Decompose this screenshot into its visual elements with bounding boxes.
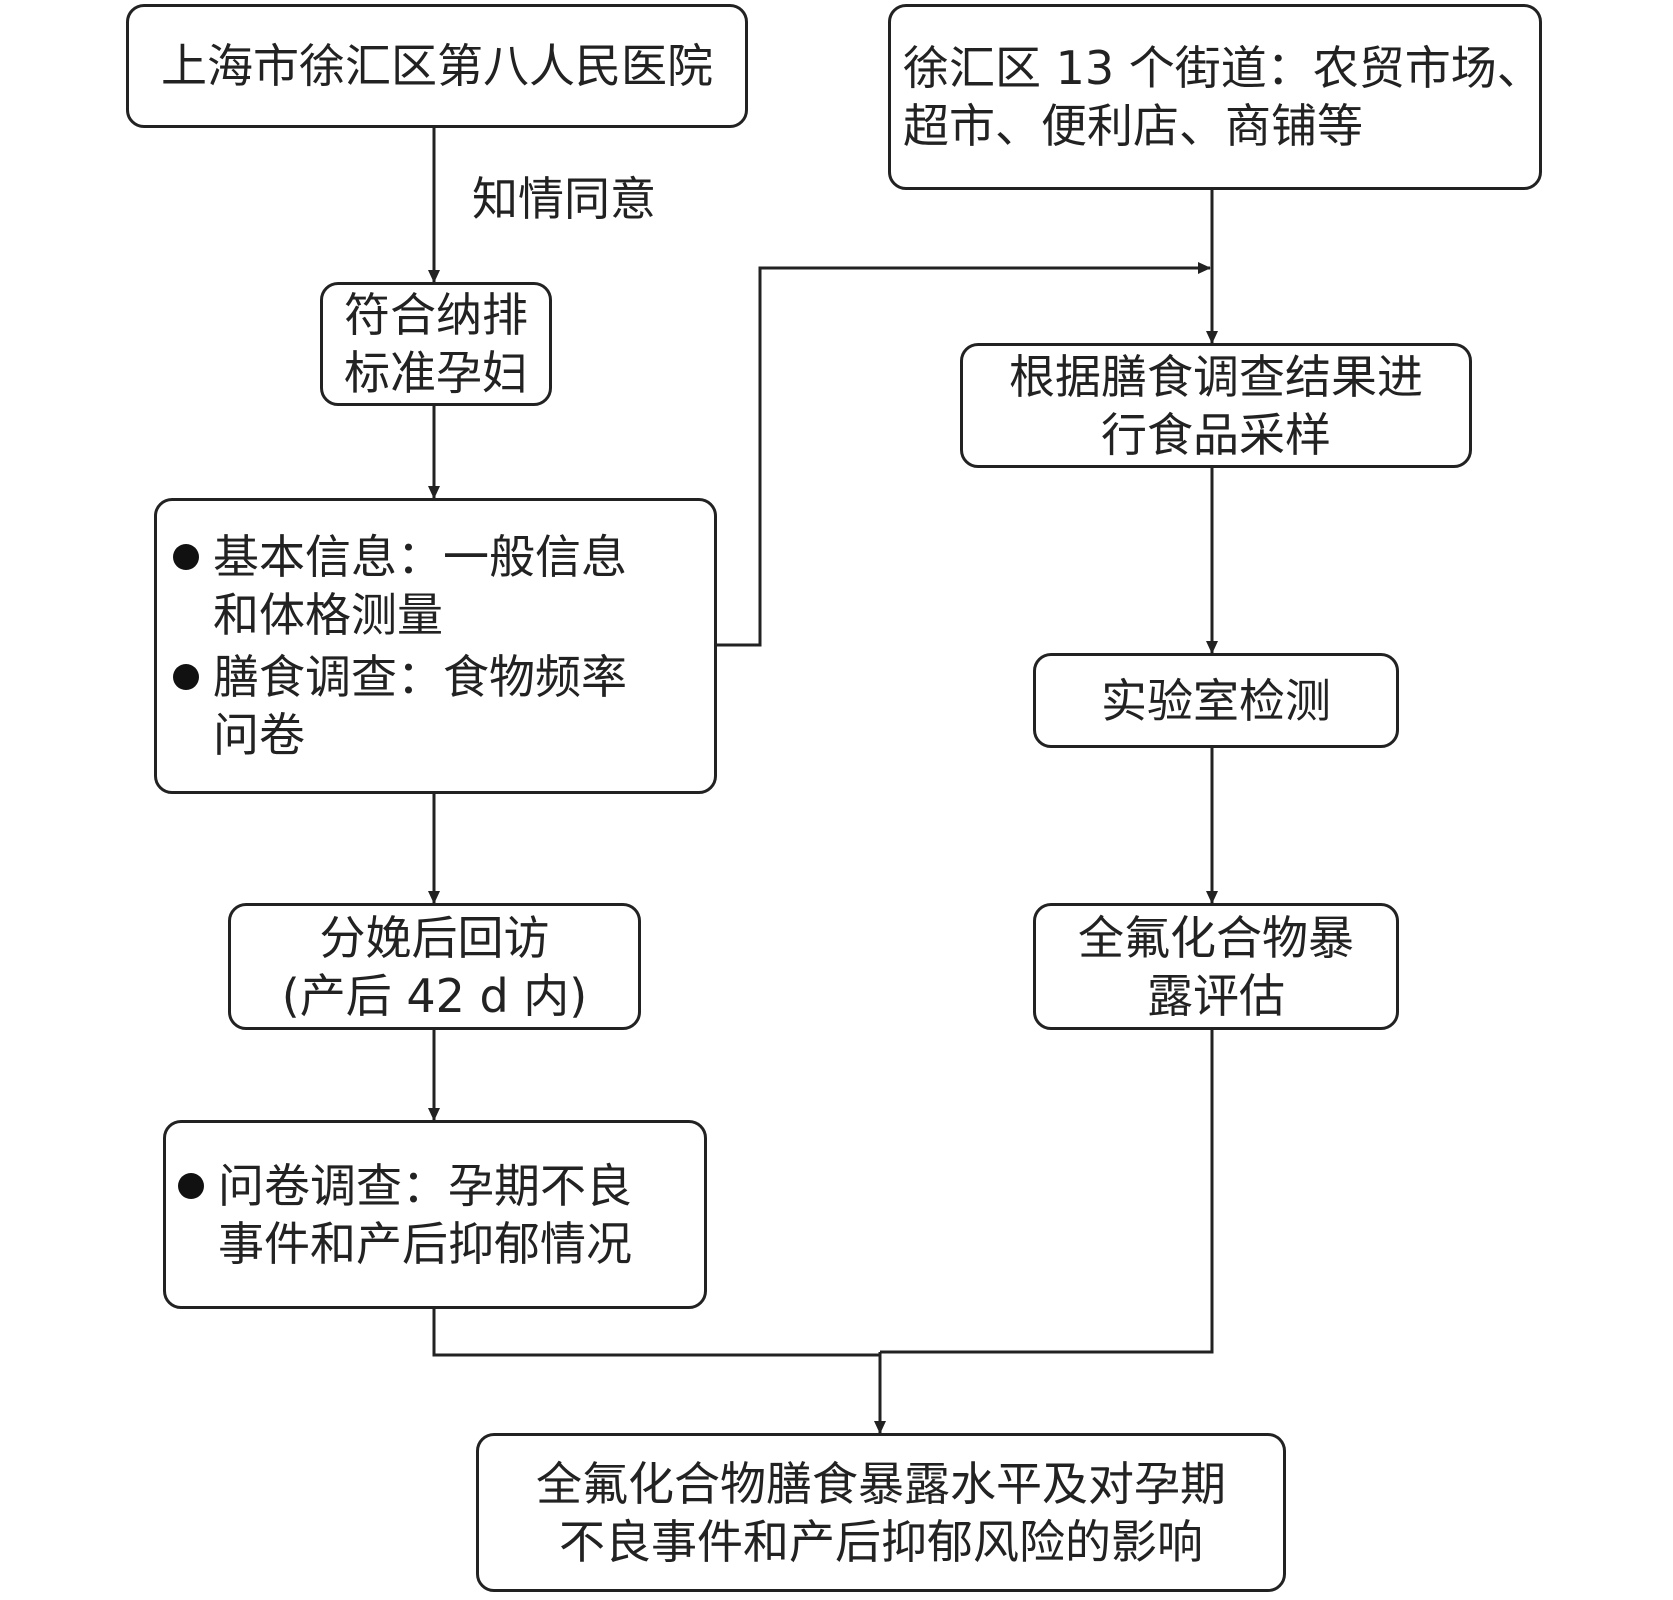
exposure-line-2: 露评估 bbox=[1147, 968, 1285, 1023]
sampling-line-1: 根据膳食调查结果进 bbox=[1009, 349, 1423, 404]
eligible-box: 符合纳排 标准孕妇 bbox=[320, 282, 552, 406]
eligible-line-1: 符合纳排 bbox=[344, 288, 528, 342]
questionnaire-box: 问卷调查：孕期不良 事件和产后抑郁情况 bbox=[163, 1120, 707, 1309]
followup-box: 分娩后回访 (产后 42 d 内) bbox=[228, 903, 641, 1030]
questionnaire-bullet: 问卷调查：孕期不良 事件和产后抑郁情况 bbox=[178, 1157, 632, 1273]
outcome-line-2: 不良事件和产后抑郁风险的影响 bbox=[559, 1514, 1203, 1569]
consent-label: 知情同意 bbox=[472, 172, 656, 226]
followup-line-1: 分娩后回访 bbox=[319, 910, 550, 965]
bullet-dot-icon bbox=[173, 544, 199, 570]
arrow-baseline-to-sampling-branch bbox=[714, 262, 1211, 647]
baseline-diet-line-1: 膳食调查：食物频率 bbox=[213, 650, 627, 704]
exposure-line-1: 全氟化合物暴 bbox=[1078, 910, 1354, 965]
sampling-line-2: 行食品采样 bbox=[1101, 407, 1331, 462]
eligible-line-2: 标准孕妇 bbox=[344, 346, 528, 400]
baseline-bullet-diet: 膳食调查：食物频率 问卷 bbox=[173, 648, 627, 764]
baseline-basic-line-1: 基本信息：一般信息 bbox=[213, 530, 627, 584]
baseline-diet-line-2: 问卷 bbox=[213, 708, 305, 762]
streets-line-2: 超市、便利店、商铺等 bbox=[903, 99, 1363, 153]
exposure-box: 全氟化合物暴 露评估 bbox=[1033, 903, 1399, 1030]
bullet-dot-icon bbox=[173, 664, 199, 690]
outcome-line-1: 全氟化合物膳食暴露水平及对孕期 bbox=[536, 1456, 1226, 1511]
line-questionnaire-merge bbox=[432, 1309, 880, 1357]
lab-line: 实验室检测 bbox=[1101, 673, 1331, 728]
followup-line-2: (产后 42 d 内) bbox=[281, 968, 588, 1023]
streets-line-1: 徐汇区 13 个街道：农贸市场、 bbox=[903, 41, 1543, 95]
line-exposure-merge bbox=[880, 1030, 1214, 1354]
baseline-bullet-basic: 基本信息：一般信息 和体格测量 bbox=[173, 528, 627, 644]
hospital-box: 上海市徐汇区第八人民医院 bbox=[126, 4, 748, 128]
streets-box: 徐汇区 13 个街道：农贸市场、 超市、便利店、商铺等 bbox=[888, 4, 1543, 190]
questionnaire-line-1: 问卷调查：孕期不良 bbox=[218, 1158, 632, 1213]
hospital-line: 上海市徐汇区第八人民医院 bbox=[161, 39, 713, 93]
bullet-dot-icon bbox=[178, 1172, 204, 1199]
baseline-box: 基本信息：一般信息 和体格测量 膳食调查：食物频率 问卷 bbox=[154, 498, 717, 794]
questionnaire-line-2: 事件和产后抑郁情况 bbox=[218, 1216, 632, 1271]
lab-box: 实验室检测 bbox=[1033, 653, 1399, 748]
sampling-box: 根据膳食调查结果进 行食品采样 bbox=[960, 343, 1472, 468]
baseline-basic-line-2: 和体格测量 bbox=[213, 588, 443, 642]
outcome-box: 全氟化合物膳食暴露水平及对孕期 不良事件和产后抑郁风险的影响 bbox=[476, 1433, 1286, 1592]
